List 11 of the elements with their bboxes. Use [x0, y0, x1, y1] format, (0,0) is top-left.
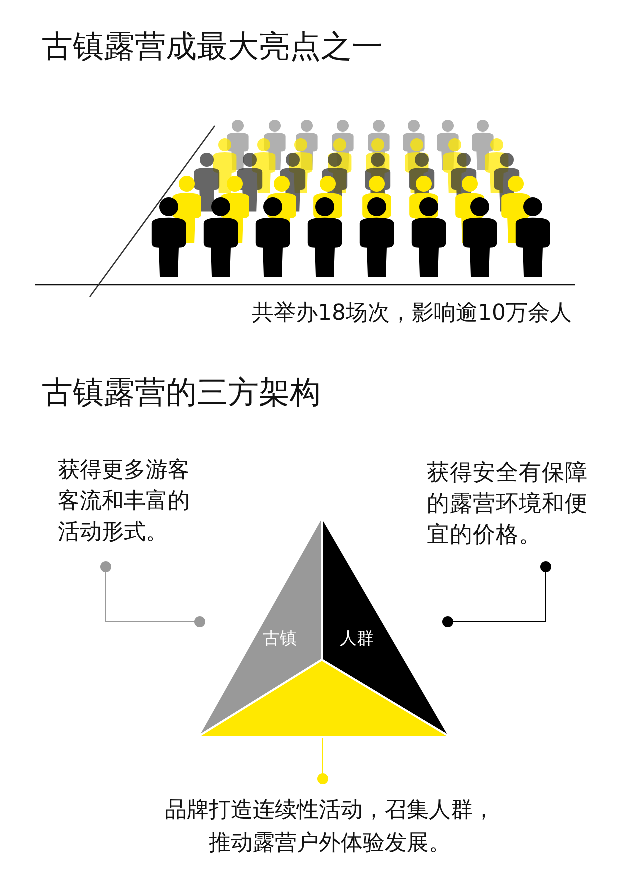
note-text: 品牌打造连续性活动，召集人群，推动露营户外体验发展。 — [164, 797, 496, 858]
segment-label: 古镇 — [263, 628, 297, 650]
leader-line — [100, 562, 206, 628]
caption-text: 共举办18场次，影响逾10万余人 — [252, 300, 572, 328]
title: 古镇露营成最大亮点之一 — [42, 28, 383, 67]
section-heading: 古镇露营的三方架构 — [42, 374, 321, 413]
segment-label: 人群 — [340, 628, 374, 650]
leader-line — [442, 562, 552, 628]
note-text: 获得安全有保障的露营环境和便宜的价格。 — [427, 459, 589, 550]
leader-line — [318, 738, 328, 784]
note-text: 获得更多游客客流和丰富的活动形式。 — [58, 457, 191, 547]
